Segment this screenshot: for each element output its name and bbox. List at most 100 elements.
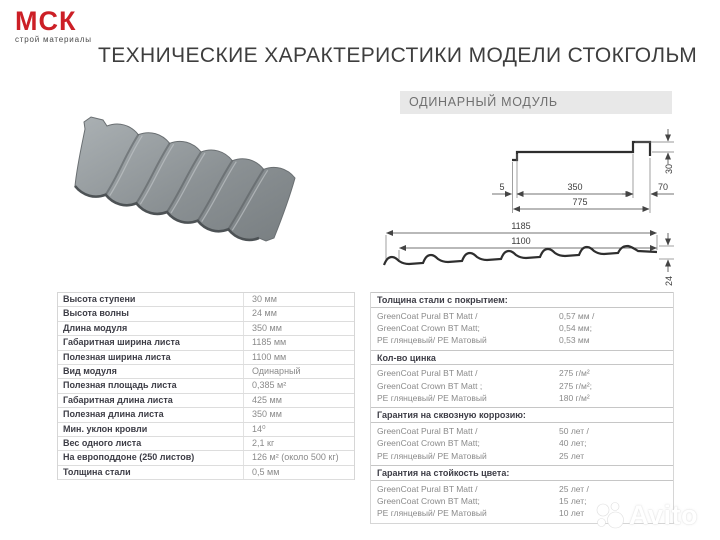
coating-name: GreenCoat Crown BT Matt ; bbox=[377, 380, 483, 391]
section-header: Толщина стали с покрытием: bbox=[371, 292, 673, 308]
dimension-diagram: 5 350 70 775 30 1185 1100 bbox=[382, 129, 674, 286]
spec-label: Вес одного листа bbox=[58, 436, 244, 451]
dim-step-width: 70 bbox=[658, 182, 668, 192]
spec-label: Полезная ширина листа bbox=[58, 350, 244, 364]
spec-label: Габаритная длина листа bbox=[58, 393, 244, 408]
spec-label: Габаритная ширина листа bbox=[58, 336, 244, 350]
tile-wave-ridges bbox=[104, 134, 269, 231]
coating-value: 25 лет / bbox=[559, 483, 589, 494]
table-row: GreenCoat Crown BT Matt; 15 лет; bbox=[371, 494, 673, 508]
logo-brand-text: МСК bbox=[15, 6, 77, 36]
avito-watermark: Avito bbox=[594, 500, 698, 531]
watermark-text: Avito bbox=[629, 500, 698, 530]
spec-label: На европоддоне (250 листов) bbox=[58, 451, 244, 465]
table-row: GreenCoat Crown BT Matt; 40 лет; bbox=[371, 437, 673, 450]
coating-name: PE глянцевый/ PE Матовый bbox=[377, 335, 487, 346]
coating-table: Толщина стали с покрытием: GreenCoat Pur… bbox=[370, 292, 674, 524]
avito-logo-icon bbox=[596, 501, 624, 528]
section-header: Гарантия на сквозную коррозию: bbox=[371, 407, 673, 423]
table-row: Толщина стали 0,5 мм bbox=[58, 465, 354, 481]
cross-section-drawing: 1185 1100 24 bbox=[382, 221, 674, 286]
spec-value: 1100 мм bbox=[252, 351, 287, 362]
section-body: GreenCoat Pural BT Matt / 0,57 мм / Green… bbox=[371, 308, 673, 350]
spec-value: 126 м² (около 500 кг) bbox=[252, 452, 339, 463]
logo-subtitle: строй материалы bbox=[15, 35, 92, 44]
coating-name: GreenCoat Crown BT Matt; bbox=[377, 438, 480, 449]
coating-name: PE глянцевый/ PE Матовый bbox=[377, 392, 487, 403]
msk-logo: МСК строй материалы bbox=[15, 7, 92, 44]
table-row: Полезная площадь листа 0,385 м² bbox=[58, 379, 354, 394]
spec-value: 350 мм bbox=[252, 322, 282, 333]
table-row: Полезная ширина листа 1100 мм bbox=[58, 350, 354, 365]
table-row: PE глянцевый/ PE Матовый 25 лет bbox=[371, 449, 673, 463]
table-row: GreenCoat Pural BT Matt / 25 лет / bbox=[371, 482, 673, 495]
table-row: GreenCoat Crown BT Matt ; 275 г/м²; bbox=[371, 379, 673, 392]
coating-value: 50 лет / bbox=[559, 425, 589, 436]
spec-value: Одинарный bbox=[252, 365, 301, 376]
coating-value: 15 лет; bbox=[559, 495, 587, 506]
spec-label: Высота волны bbox=[58, 307, 244, 321]
coating-name: GreenCoat Pural BT Matt / bbox=[377, 310, 478, 321]
table-row: GreenCoat Crown BT Matt; 0,54 мм; bbox=[371, 321, 673, 335]
spec-value: 0,5 мм bbox=[252, 466, 280, 477]
module-section-header: ОДИНАРНЫЙ МОДУЛЬ bbox=[400, 91, 672, 114]
spec-value: 14⁰ bbox=[252, 423, 266, 434]
spec-value: 2,1 кг bbox=[252, 437, 275, 448]
coating-name: GreenCoat Pural BT Matt / bbox=[377, 425, 478, 436]
dim-overall-length: 775 bbox=[572, 197, 587, 207]
table-row: Полезная длина листа 350 мм bbox=[58, 408, 354, 423]
coating-value: 275 г/м²; bbox=[559, 380, 593, 391]
spec-value: 425 мм bbox=[252, 394, 282, 405]
spec-label: Длина модуля bbox=[58, 321, 244, 336]
table-row: На европоддоне (250 листов) 126 м² (около… bbox=[58, 451, 354, 466]
table-row: Высота ступени 30 мм bbox=[58, 293, 354, 308]
spec-value: 24 мм bbox=[252, 308, 277, 319]
spec-value: 350 мм bbox=[252, 409, 282, 420]
coating-value: 25 лет bbox=[559, 450, 585, 461]
spec-label: Толщина стали bbox=[58, 465, 244, 480]
table-row: GreenCoat Pural BT Matt / 0,57 мм / bbox=[371, 309, 673, 322]
coating-name: GreenCoat Crown BT Matt; bbox=[377, 495, 480, 506]
table-row: Длина модуля 350 мм bbox=[58, 321, 354, 337]
coating-value: 0,54 мм; bbox=[559, 322, 592, 333]
table-row: Высота волны 24 мм bbox=[58, 307, 354, 322]
spec-value: 30 мм bbox=[252, 294, 277, 304]
profile-drawing: 5 350 70 775 30 bbox=[492, 129, 674, 213]
tile-front-edge bbox=[73, 185, 260, 242]
roof-tile-image bbox=[73, 116, 296, 242]
coating-name: GreenCoat Crown BT Matt; bbox=[377, 322, 480, 333]
spec-label: Мин. уклон кровли bbox=[58, 422, 244, 436]
section-body: GreenCoat Pural BT Matt / 25 лет / GreenC… bbox=[371, 481, 673, 523]
table-row: PE глянцевый/ PE Матовый 0,53 мм bbox=[371, 334, 673, 347]
dim-module-length: 350 bbox=[567, 182, 582, 192]
table-row: GreenCoat Pural BT Matt / 50 лет / bbox=[371, 424, 673, 438]
section-body: GreenCoat Pural BT Matt /275 г/м² GreenC… bbox=[371, 365, 673, 407]
spec-value: 0,385 м² bbox=[252, 380, 287, 391]
spec-table: Высота ступени 30 мм Высота волны 24 мм Дл… bbox=[57, 292, 355, 481]
table-row: Вес одного листа 2,1 кг bbox=[58, 436, 354, 452]
dim-overall-width: 1185 bbox=[511, 221, 530, 231]
dim-step-height: 30 bbox=[664, 164, 674, 174]
coating-value: 0,53 мм bbox=[559, 335, 590, 346]
coating-name: GreenCoat Pural BT Matt / bbox=[377, 483, 478, 494]
coating-name: PE глянцевый/ PE Матовый bbox=[377, 450, 487, 461]
spec-value: 1185 мм bbox=[252, 337, 287, 348]
table-row: GreenCoat Pural BT Matt /275 г/м² bbox=[371, 367, 673, 380]
dim-cover-width: 1100 bbox=[511, 236, 530, 246]
coating-value: 0,57 мм / bbox=[559, 310, 595, 321]
section-body: GreenCoat Pural BT Matt / 50 лет / GreenC… bbox=[371, 423, 673, 465]
section-header: Кол-во цинка bbox=[371, 349, 673, 366]
spec-label: Высота ступени bbox=[58, 293, 244, 307]
spec-label: Полезная площадь листа bbox=[58, 379, 244, 393]
table-row: Габаритная ширина листа 1185 мм bbox=[58, 336, 354, 351]
dim-step-edge: 5 bbox=[499, 182, 504, 192]
table-row: Габаритная длина листа 425 мм bbox=[58, 393, 354, 409]
table-row: Мин. уклон кровли 14⁰ bbox=[58, 422, 354, 437]
spec-label: Полезная длина листа bbox=[58, 408, 244, 422]
coating-name: PE глянцевый/ PE Матовый bbox=[377, 508, 487, 519]
coating-value: 40 лет; bbox=[559, 438, 587, 449]
dim-wave-height: 24 bbox=[664, 276, 674, 286]
